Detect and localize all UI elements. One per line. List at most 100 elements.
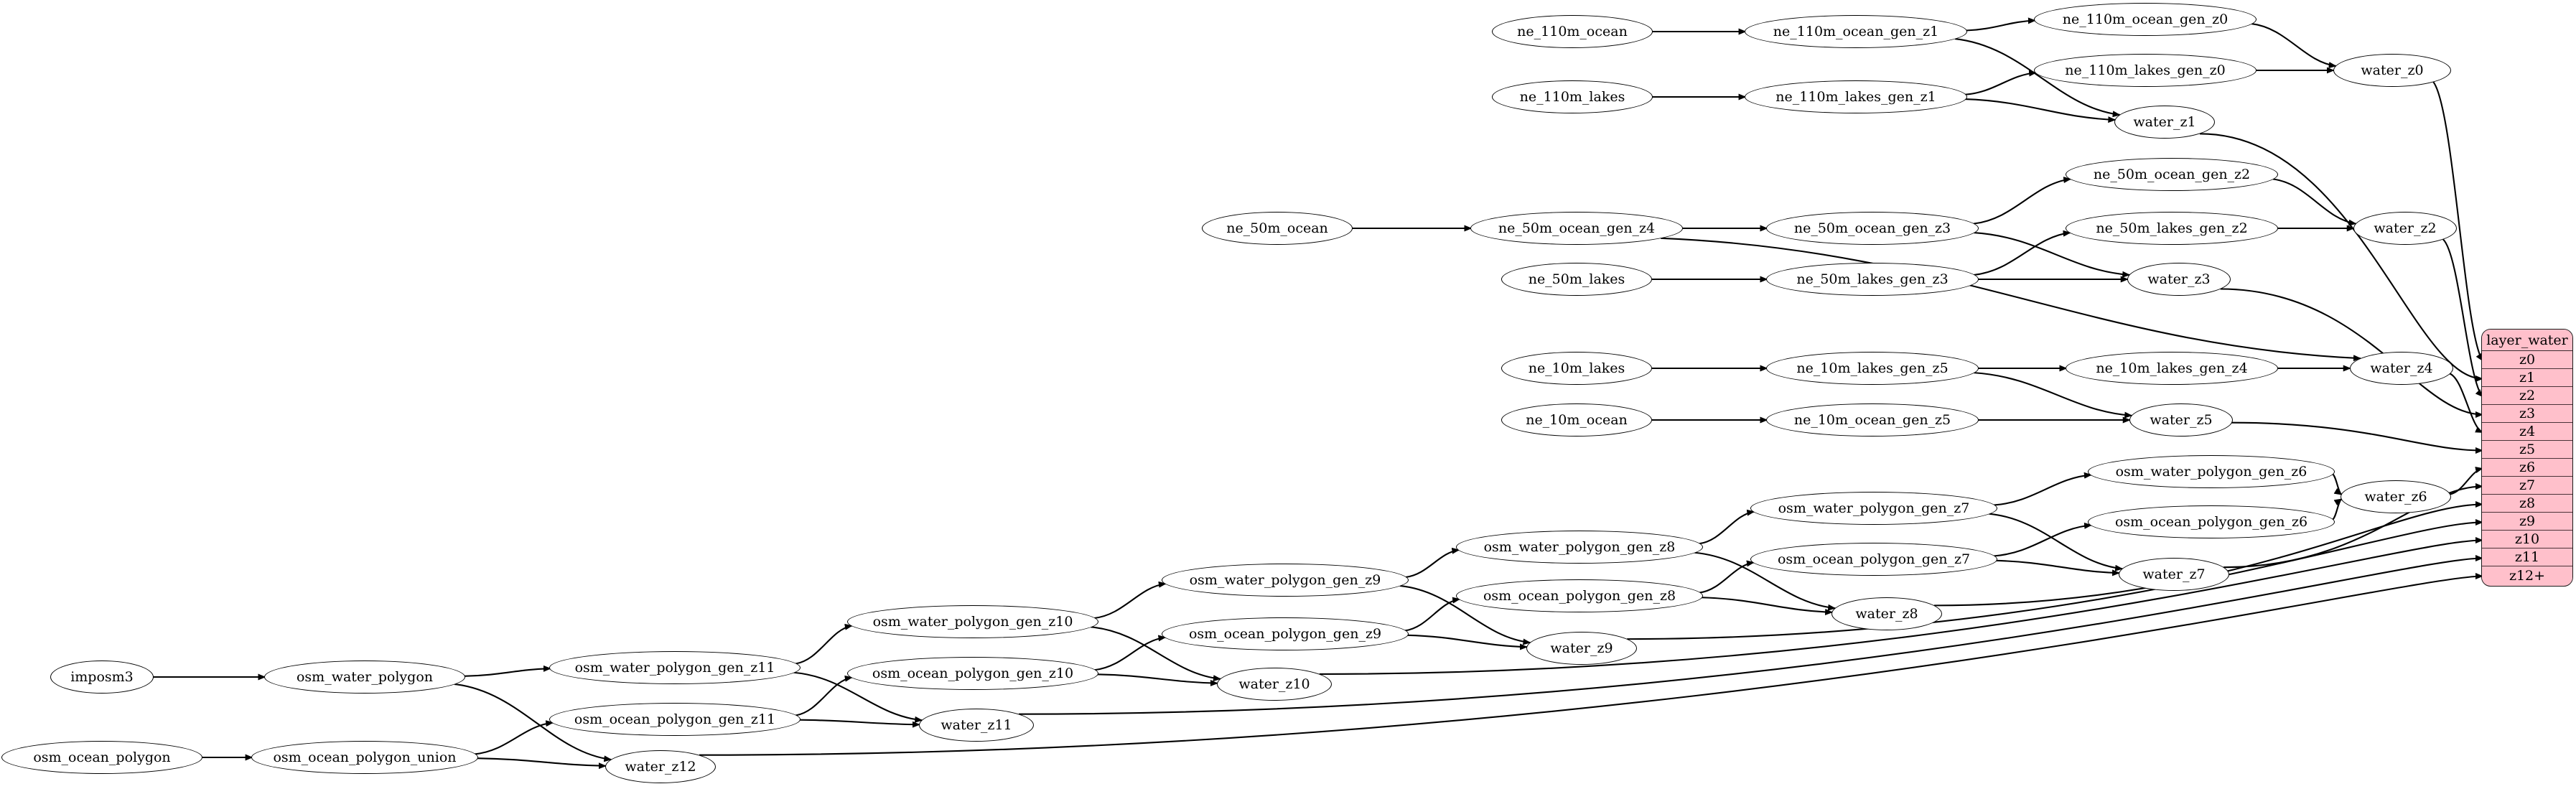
graph-node-ne_110m_ocean_gen_z0[interactable]: ne_110m_ocean_gen_z0 xyxy=(2034,3,2257,36)
legend-row-z10[interactable]: z10 xyxy=(2482,531,2572,548)
legend-row-z5[interactable]: z5 xyxy=(2482,441,2572,459)
graph-node-ne_110m_lakes_gen_z1[interactable]: ne_110m_lakes_gen_z1 xyxy=(1745,80,1967,113)
edge-water_z2-to-legend_z2 xyxy=(2442,238,2483,398)
legend-row-label: z8 xyxy=(2519,495,2536,511)
edge-osm_water_polygon_gen_z11-to-water_z11 xyxy=(793,671,923,723)
graph-node-label: ne_110m_ocean_gen_z0 xyxy=(2062,11,2229,27)
graph-node-water_z8[interactable]: water_z8 xyxy=(1831,597,1942,630)
graph-node-label: water_z8 xyxy=(1855,605,1918,622)
graph-node-label: water_z4 xyxy=(2370,360,2433,376)
legend-row-z3[interactable]: z3 xyxy=(2482,405,2572,423)
edge-osm_water_polygon_gen_z8-to-water_z8 xyxy=(1694,551,1837,611)
legend-row-z0[interactable]: z0 xyxy=(2482,351,2572,369)
graph-node-water_z7[interactable]: water_z7 xyxy=(2119,558,2229,591)
graph-node-ne_50m_lakes[interactable]: ne_50m_lakes xyxy=(1501,263,1652,296)
graph-node-water_z12[interactable]: water_z12 xyxy=(605,750,716,783)
graph-node-label: ne_10m_ocean xyxy=(1526,411,1628,428)
graph-node-osm_water_polygon_gen_z9[interactable]: osm_water_polygon_gen_z9 xyxy=(1162,564,1409,597)
legend-row-z8[interactable]: z8 xyxy=(2482,495,2572,513)
graph-node-water_z6[interactable]: water_z6 xyxy=(2341,480,2451,513)
edge-osm_water_polygon_gen_z7-to-osm_water_polygon_gen_z6 xyxy=(1994,472,2092,506)
graph-node-label: water_z0 xyxy=(2361,62,2424,78)
graph-node-ne_110m_ocean[interactable]: ne_110m_ocean xyxy=(1492,15,1653,48)
graph-node-label: ne_110m_lakes_gen_z0 xyxy=(2065,62,2226,78)
graph-node-ne_10m_lakes_gen_z5[interactable]: ne_10m_lakes_gen_z5 xyxy=(1766,352,1979,385)
graph-node-ne_50m_lakes_gen_z2[interactable]: ne_50m_lakes_gen_z2 xyxy=(2066,212,2278,245)
graph-node-osm_ocean_polygon_gen_z7[interactable]: osm_ocean_polygon_gen_z7 xyxy=(1750,543,1997,576)
edge-osm_ocean_polygon_union-to-water_z12 xyxy=(477,757,607,770)
edge-osm_water_polygon-to-osm_water_polygon_gen_z11 xyxy=(464,665,551,677)
graph-node-label: ne_50m_ocean_gen_z3 xyxy=(1793,220,1951,236)
graph-node-label: water_z7 xyxy=(2142,566,2206,582)
graph-node-label: water_z1 xyxy=(2133,113,2196,130)
graph-node-label: ne_110m_ocean xyxy=(1517,23,1628,39)
legend-row-z2[interactable]: z2 xyxy=(2482,387,2572,405)
graph-node-osm_ocean_polygon_gen_z8[interactable]: osm_ocean_polygon_gen_z8 xyxy=(1456,579,1703,612)
graph-node-water_z3[interactable]: water_z3 xyxy=(2127,263,2231,296)
graph-node-osm_water_polygon_gen_z8[interactable]: osm_water_polygon_gen_z8 xyxy=(1456,531,1703,564)
graph-node-osm_ocean_polygon_gen_z9[interactable]: osm_ocean_polygon_gen_z9 xyxy=(1162,617,1409,650)
graph-node-label: osm_ocean_polygon_gen_z7 xyxy=(1777,551,1971,567)
graph-node-osm_ocean_polygon_union[interactable]: osm_ocean_polygon_union xyxy=(251,741,478,774)
edge-osm_ocean_polygon_gen_z6-to-water_z6 xyxy=(2332,498,2343,520)
graph-node-water_z11[interactable]: water_z11 xyxy=(919,709,1034,742)
graph-node-water_z0[interactable]: water_z0 xyxy=(2333,54,2451,87)
edge-water_z1-to-legend_z1 xyxy=(2199,133,2483,382)
edge-osm_ocean_polygon_union-to-osm_ocean_polygon_gen_z11 xyxy=(475,720,554,755)
graph-node-osm_water_polygon_gen_z11[interactable]: osm_water_polygon_gen_z11 xyxy=(549,651,801,684)
legend-row-z4[interactable]: z4 xyxy=(2482,423,2572,441)
graph-node-label: water_z5 xyxy=(2150,411,2213,428)
graph-node-ne_50m_ocean_gen_z2[interactable]: ne_50m_ocean_gen_z2 xyxy=(2066,158,2278,191)
graph-node-ne_50m_ocean[interactable]: ne_50m_ocean xyxy=(1202,212,1353,245)
graph-node-osm_water_polygon[interactable]: osm_water_polygon xyxy=(264,660,465,694)
graph-node-water_z5[interactable]: water_z5 xyxy=(2129,403,2233,436)
graph-node-osm_water_polygon_gen_z10[interactable]: osm_water_polygon_gen_z10 xyxy=(847,605,1098,638)
graph-node-label: osm_water_polygon_gen_z9 xyxy=(1189,571,1381,588)
legend-row-z1[interactable]: z1 xyxy=(2482,369,2572,387)
graph-node-ne_50m_lakes_gen_z3[interactable]: ne_50m_lakes_gen_z3 xyxy=(1766,263,1979,296)
graph-node-osm_ocean_polygon_gen_z10[interactable]: osm_ocean_polygon_gen_z10 xyxy=(847,657,1098,690)
graph-node-osm_ocean_polygon[interactable]: osm_ocean_polygon xyxy=(1,741,202,774)
graph-node-label: ne_10m_ocean_gen_z5 xyxy=(1793,411,1951,428)
edge-water_z4-to-legend_z4 xyxy=(2449,373,2483,434)
graph-node-ne_50m_ocean_gen_z4[interactable]: ne_50m_ocean_gen_z4 xyxy=(1470,212,1683,245)
legend-row-z7[interactable]: z7 xyxy=(2482,477,2572,495)
graph-node-label: ne_110m_ocean_gen_z1 xyxy=(1773,23,1939,39)
legend-row-label: z4 xyxy=(2519,424,2536,439)
edge-ne_110m_lakes_gen_z1-to-ne_110m_lakes_gen_z0 xyxy=(1964,70,2038,95)
graph-node-ne_50m_ocean_gen_z3[interactable]: ne_50m_ocean_gen_z3 xyxy=(1766,212,1979,245)
graph-node-water_z10[interactable]: water_z10 xyxy=(1217,668,1332,701)
graph-node-ne_110m_lakes[interactable]: ne_110m_lakes xyxy=(1492,80,1653,113)
graph-node-ne_10m_ocean[interactable]: ne_10m_ocean xyxy=(1501,403,1652,436)
graph-node-water_z9[interactable]: water_z9 xyxy=(1526,632,1637,665)
legend-row-z9[interactable]: z9 xyxy=(2482,513,2572,531)
graph-node-osm_water_polygon_gen_z7[interactable]: osm_water_polygon_gen_z7 xyxy=(1750,492,1997,525)
legend-row-label: z7 xyxy=(2519,477,2536,493)
legend-row-label: z0 xyxy=(2519,352,2536,368)
graph-node-ne_10m_ocean_gen_z5[interactable]: ne_10m_ocean_gen_z5 xyxy=(1766,403,1979,436)
graph-node-water_z2[interactable]: water_z2 xyxy=(2353,212,2457,245)
graph-node-ne_110m_lakes_gen_z0[interactable]: ne_110m_lakes_gen_z0 xyxy=(2034,54,2257,87)
graph-node-label: osm_water_polygon_gen_z7 xyxy=(1778,500,1970,516)
graph-node-ne_10m_lakes_gen_z4[interactable]: ne_10m_lakes_gen_z4 xyxy=(2066,352,2278,385)
legend-row-z11[interactable]: z11 xyxy=(2482,548,2572,566)
graph-node-water_z4[interactable]: water_z4 xyxy=(2350,352,2453,385)
graph-node-osm_ocean_polygon_gen_z6[interactable]: osm_ocean_polygon_gen_z6 xyxy=(2088,505,2335,538)
graph-node-water_z1[interactable]: water_z1 xyxy=(2114,106,2215,139)
graph-node-label: ne_10m_lakes_gen_z5 xyxy=(1796,360,1949,376)
legend-row-label: z2 xyxy=(2519,388,2536,403)
graph-node-ne_10m_lakes[interactable]: ne_10m_lakes xyxy=(1501,352,1652,385)
graph-node-osm_ocean_polygon_gen_z11[interactable]: osm_ocean_polygon_gen_z11 xyxy=(549,703,801,736)
graph-node-osm_water_polygon_gen_z6[interactable]: osm_water_polygon_gen_z6 xyxy=(2088,455,2335,488)
graph-node-label: ne_50m_ocean xyxy=(1226,220,1328,236)
legend-row-z6[interactable]: z6 xyxy=(2482,459,2572,477)
edge-osm_water_polygon_gen_z10-to-osm_water_polygon_gen_z9 xyxy=(1093,581,1167,620)
graph-node-imposm3[interactable]: imposm3 xyxy=(50,660,154,694)
graph-node-label: ne_50m_lakes_gen_z3 xyxy=(1796,271,1949,287)
legend-row-z12+[interactable]: z12+ xyxy=(2482,566,2572,584)
graph-node-label: ne_50m_ocean_gen_z2 xyxy=(2093,166,2251,182)
edge-osm_ocean_polygon_gen_z11-to-osm_ocean_polygon_gen_z10 xyxy=(795,675,853,716)
graph-node-ne_110m_ocean_gen_z1[interactable]: ne_110m_ocean_gen_z1 xyxy=(1745,15,1967,48)
